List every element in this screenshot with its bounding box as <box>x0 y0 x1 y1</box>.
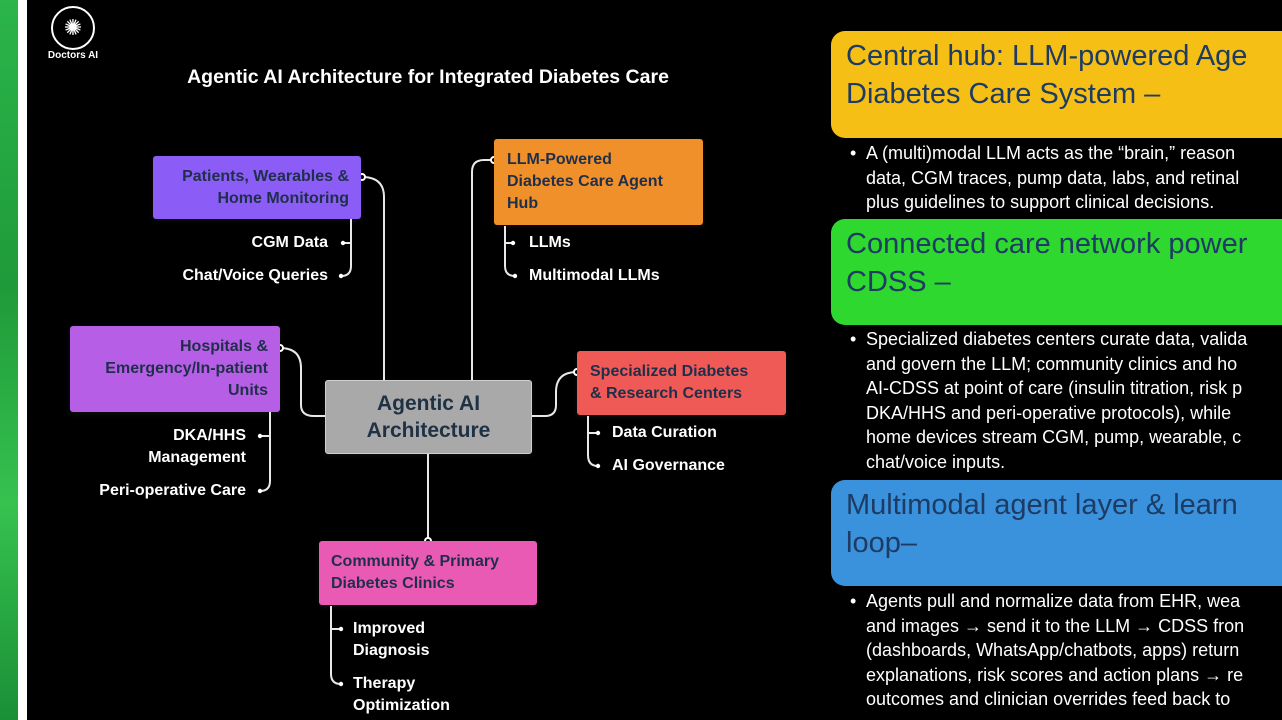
bullet-connected-care-line-5: home devices stream CGM, pump, wearable,… <box>866 427 1242 447</box>
bullet-multimodal-agent-line-4: explanations, risk scores and action pla… <box>866 664 1244 685</box>
banner-central-hub: Central hub: LLM-powered Age Diabetes Ca… <box>831 31 1282 138</box>
label-ai-governance: AI Governance <box>612 457 725 474</box>
brand-logo: ✺ Doctors AI <box>40 6 106 62</box>
bullet-dot: • <box>850 591 857 611</box>
left-green-border <box>0 0 18 720</box>
node-specialized: Specialized Diabetes & Research Centers <box>577 351 786 415</box>
left-white-border <box>18 0 27 720</box>
bullet-multimodal-agent-line-2: and images → send it to the LLM → CDSS f… <box>866 615 1245 636</box>
label-llms: LLMs <box>529 234 571 251</box>
bullet-central-hub-line-1: A (multi)modal LLM acts as the “brain,” … <box>866 143 1236 163</box>
diagram-title: Agentic AI Architecture for Integrated D… <box>187 66 669 88</box>
node-hub-line-2: Diabetes Care Agent <box>507 173 663 190</box>
bullet-multimodal-agent-line-3: (dashboards, WhatsApp/chatbots, apps) re… <box>866 640 1240 660</box>
bullet-connected-care-line-4: DKA/HHS and peri-operative protocols), w… <box>866 402 1232 423</box>
banner-central-hub-line-2: Diabetes Care System – <box>846 78 1161 110</box>
bullet-connected-care: • Specialized diabetes centers curate da… <box>850 327 1282 474</box>
bullet-dot: • <box>850 329 857 349</box>
node-community: Community & Primary Diabetes Clinics <box>319 541 537 605</box>
node-specialized-line-1: Specialized Diabetes <box>590 363 749 380</box>
banner-connected-care-line-2: CDSS – <box>846 266 951 298</box>
node-llm-hub: LLM-Powered Diabetes Care Agent Hub <box>494 139 703 225</box>
label-data-curation: Data Curation <box>612 424 717 441</box>
bullet-multimodal-agent-line-5: outcomes and clinician overrides feed ba… <box>866 689 1231 709</box>
label-multimodal-llms: Multimodal LLMs <box>529 267 660 284</box>
node-patients: Patients, Wearables & Home Monitoring <box>153 156 361 219</box>
label-improved-line-1: Improved <box>353 620 426 637</box>
bullet-central-hub: • A (multi)modal LLM acts as the “brain,… <box>850 141 1282 215</box>
label-cgm-data: CGM Data <box>251 234 328 251</box>
brain-icon: ✺ <box>51 6 95 50</box>
banner-multimodal-agent-line-1: Multimodal agent layer & learn <box>846 489 1238 521</box>
banner-multimodal-agent-line-2: loop– <box>846 527 917 559</box>
node-specialized-line-2: & Research Centers <box>590 385 743 402</box>
bullet-central-hub-line-2: data, CGM traces, pump data, labs, and r… <box>866 167 1240 188</box>
node-community-line-1: Community & Primary <box>331 553 500 570</box>
banner-central-hub-line-1: Central hub: LLM-powered Age <box>846 40 1248 72</box>
label-chat-voice: Chat/Voice Queries <box>182 267 328 284</box>
label-dka-line-2: Management <box>148 449 246 466</box>
center-line-2: Architecture <box>366 419 491 442</box>
node-patients-line-2: Home Monitoring <box>217 189 349 207</box>
label-therapy-line-1: Therapy <box>353 675 416 692</box>
center-node: Agentic AI Architecture <box>325 380 532 454</box>
label-periop: Peri-operative Care <box>99 482 246 499</box>
bullet-connected-care-line-1: Specialized diabetes centers curate data… <box>866 329 1248 349</box>
banner-connected-care: Connected care network power CDSS – <box>831 219 1282 325</box>
bullet-connected-care-line-3: AI-CDSS at point of care (insulin titrat… <box>866 378 1243 398</box>
label-dka-line-1: DKA/HHS <box>173 427 246 444</box>
label-therapy-line-2: Optimization <box>353 697 450 714</box>
node-hospitals: Hospitals & Emergency/In-patient Units <box>70 326 280 412</box>
bullet-multimodal-agent: • Agents pull and normalize data from EH… <box>850 589 1282 720</box>
banner-multimodal-agent: Multimodal agent layer & learn loop– <box>831 480 1282 586</box>
brand-name: Doctors AI <box>47 50 99 61</box>
node-patients-line-1: Patients, Wearables & <box>182 167 349 185</box>
bullet-central-hub-line-3: plus guidelines to support clinical deci… <box>866 192 1215 212</box>
node-hospitals-line-2: Emergency/In-patient <box>105 360 268 377</box>
bullet-multimodal-agent-line-1: Agents pull and normalize data from EHR,… <box>866 591 1241 611</box>
banner-connected-care-line-1: Connected care network power <box>846 228 1248 260</box>
bullet-connected-care-line-2: and govern the LLM; community clinics an… <box>866 353 1238 374</box>
label-improved-line-2: Diagnosis <box>353 642 430 659</box>
node-hub-line-3: Hub <box>507 195 539 212</box>
center-line-1: Agentic AI <box>376 392 481 415</box>
node-community-line-2: Diabetes Clinics <box>331 575 455 592</box>
bullet-dot: • <box>850 143 857 163</box>
bullet-connected-care-line-6: chat/voice inputs. <box>866 451 1006 472</box>
node-hospitals-line-3: Units <box>228 382 268 399</box>
node-hospitals-line-1: Hospitals & <box>179 338 268 355</box>
node-hub-line-1: LLM-Powered <box>507 151 612 168</box>
